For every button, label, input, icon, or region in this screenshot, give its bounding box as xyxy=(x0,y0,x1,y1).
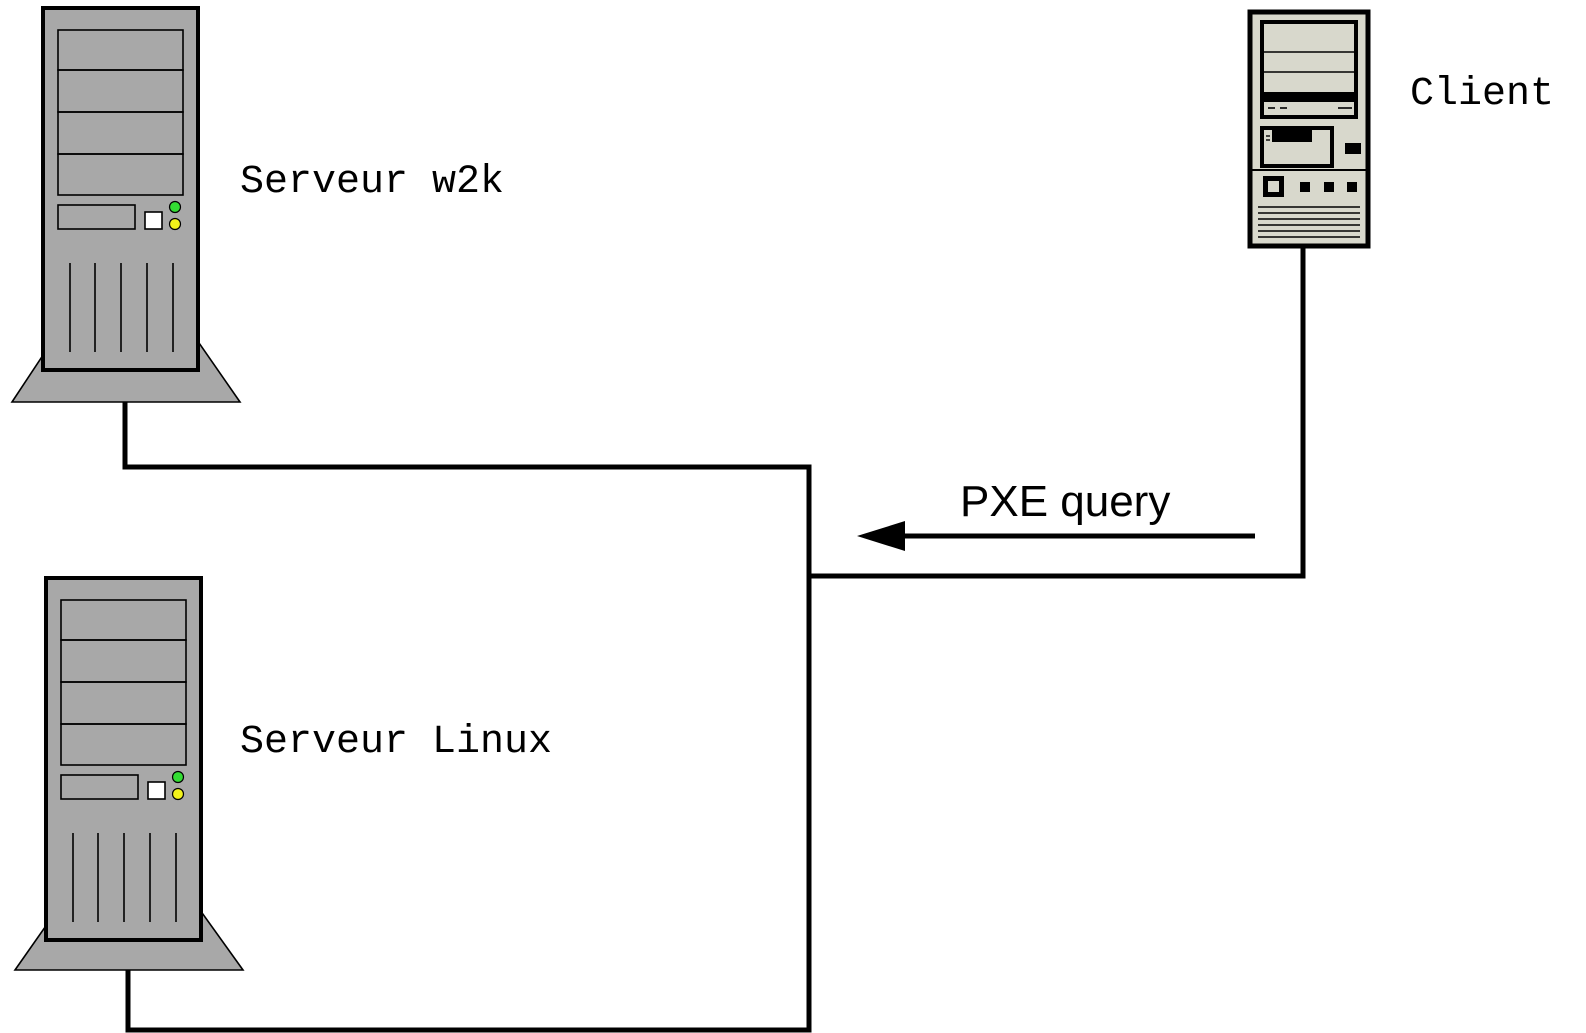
server-w2k-label: Serveur w2k xyxy=(240,160,504,205)
tower-server-icon xyxy=(13,576,245,971)
tower-server-icon xyxy=(10,6,242,403)
pxe-arrow-head-icon xyxy=(857,521,905,551)
pxe-query-arrow xyxy=(857,521,1255,551)
w2k-connection-line xyxy=(122,395,812,576)
server-linux-node xyxy=(13,576,245,971)
pxe-query-label: PXE query xyxy=(960,477,1170,526)
desktop-computer-icon xyxy=(1247,9,1371,249)
client-node xyxy=(1247,9,1371,249)
client-connection-line xyxy=(809,247,1306,579)
network-connections xyxy=(122,247,1306,1033)
client-label: Client xyxy=(1410,72,1554,117)
server-linux-label: Serveur Linux xyxy=(240,720,552,765)
linux-connection-line xyxy=(125,576,812,1033)
server-w2k-node xyxy=(10,6,242,403)
